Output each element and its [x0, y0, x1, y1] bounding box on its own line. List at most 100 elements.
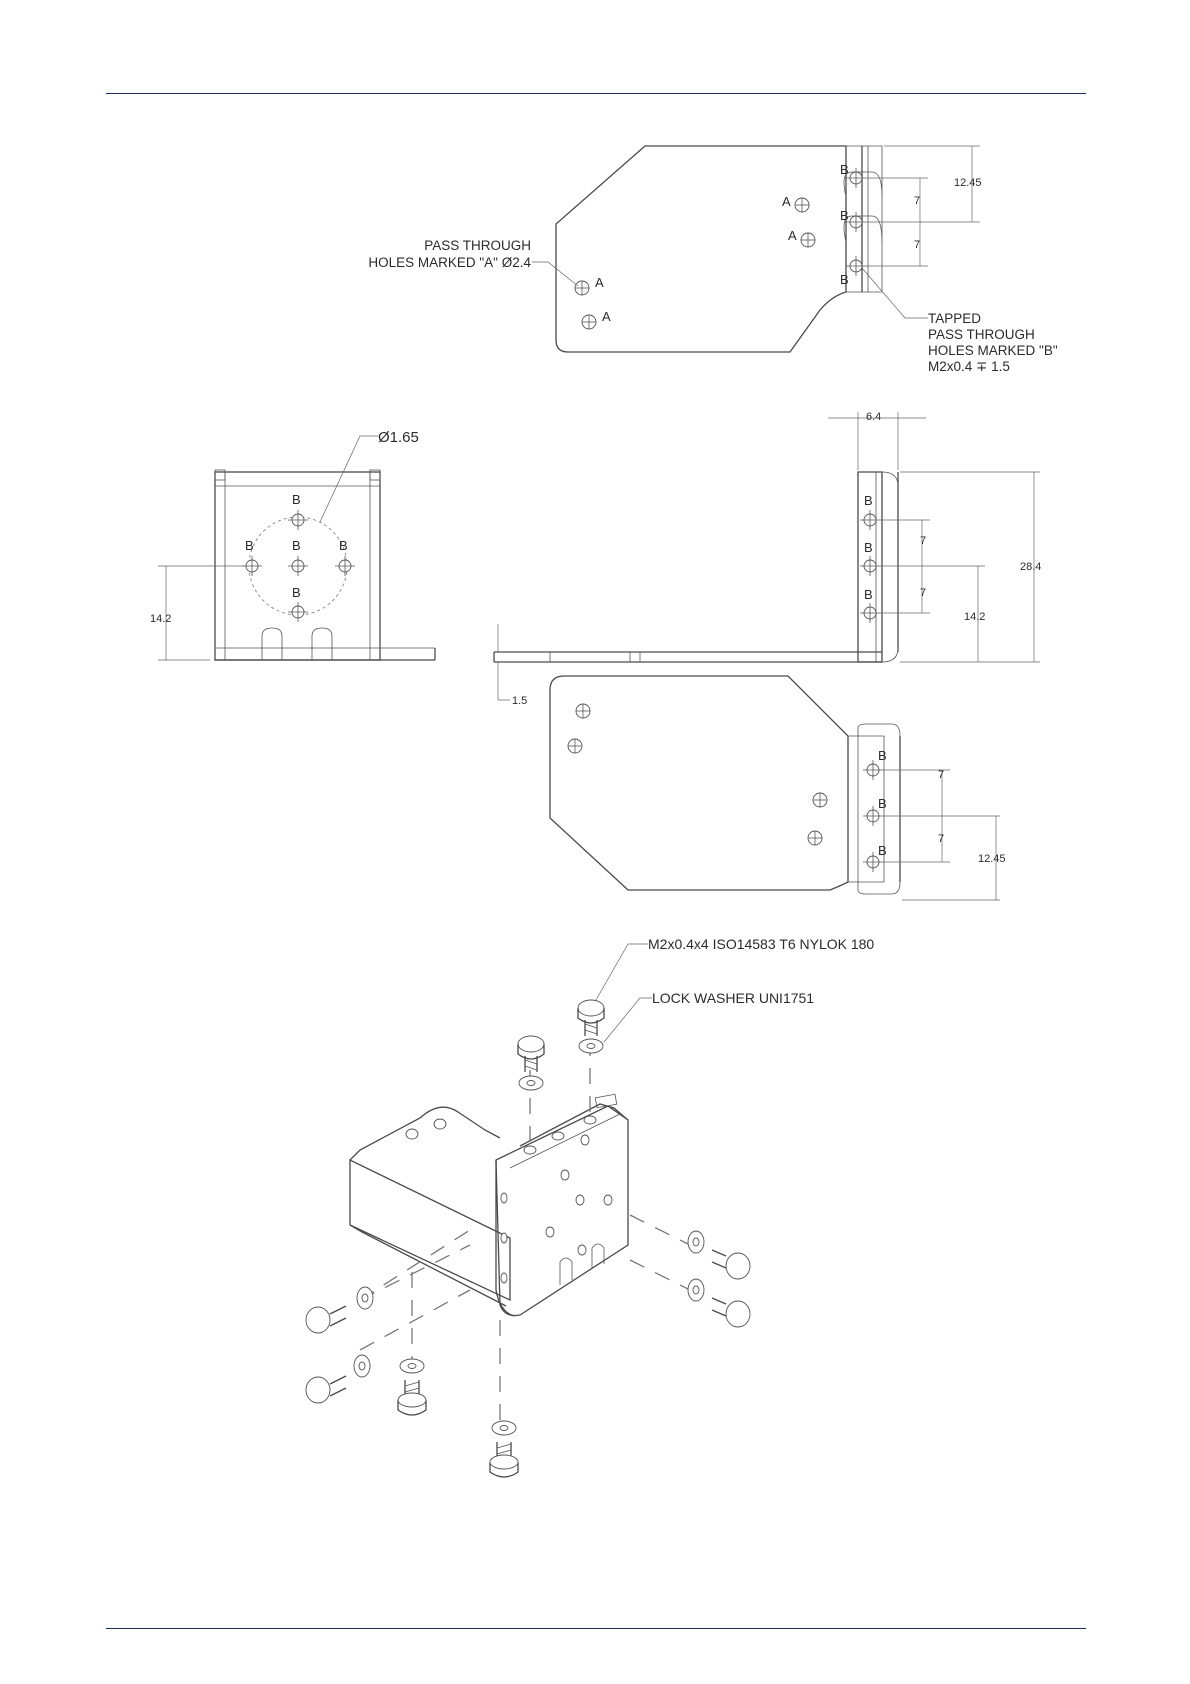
iso-hole [581, 1135, 589, 1145]
a-hole [813, 793, 827, 807]
hole-label-b: B [840, 208, 849, 223]
hole-label-b: B [292, 585, 301, 600]
assembly-axis [630, 1215, 690, 1245]
a-hole [576, 704, 590, 718]
hole-label-b: B [292, 538, 301, 553]
iso-hole [576, 1195, 584, 1205]
assembly-axis [360, 1245, 470, 1300]
dim-7: 7 [914, 195, 920, 207]
side-view: B B B 6.4 28.4 7 7 14.2 1.5 [494, 411, 1041, 707]
callout-screw-spec: M2x0.4x4 ISO14583 T6 NYLOK 180 [648, 936, 874, 952]
leader-washer-spec [604, 998, 652, 1042]
dim-7: 7 [914, 239, 920, 251]
callout-tapped-line2: PASS THROUGH [928, 327, 1035, 342]
assembly-axis [360, 1230, 470, 1300]
dim-12-45: 12.45 [978, 853, 1006, 865]
front-slot [312, 628, 332, 660]
a-hole [795, 198, 809, 212]
hole-label-a: A [595, 275, 604, 290]
dim-7: 7 [920, 587, 926, 599]
slot-2 [844, 216, 882, 242]
iso-hole [501, 1233, 507, 1243]
hole-label-b: B [864, 587, 873, 602]
screw-right-upper [688, 1231, 750, 1279]
callout-tapped-line3: HOLES MARKED "B" [928, 343, 1058, 358]
leader-diameter [320, 436, 378, 522]
hole-label-a: A [782, 194, 791, 209]
screw-top-right [578, 1000, 604, 1036]
iso-hole [501, 1273, 507, 1283]
b-hole [846, 256, 866, 276]
iso-base-plate [350, 1160, 510, 1300]
slot-1 [844, 172, 882, 196]
screw-right-lower [688, 1279, 750, 1327]
a-hole [575, 281, 589, 295]
top-view-plate-outline [556, 146, 846, 352]
b-hole [846, 168, 866, 188]
dim-7: 7 [938, 833, 944, 845]
front-slot [262, 628, 282, 660]
hole-label-b: B [878, 748, 887, 763]
screw-left-lower [306, 1355, 370, 1403]
hole-label-b: B [878, 796, 887, 811]
callout-pass-through-line1: PASS THROUGH [424, 238, 531, 253]
iso-hole [584, 1116, 596, 1124]
screw-bottom-left [398, 1359, 426, 1415]
callout-pass-through-line2: HOLES MARKED "A" Ø2.4 [368, 255, 531, 270]
bottom-view: B B B 7 7 12.45 [550, 676, 1006, 900]
callout-washer-spec: LOCK WASHER UNI1751 [652, 990, 814, 1006]
b-hole [335, 556, 355, 576]
a-hole [801, 233, 815, 247]
leader-pass-through [532, 262, 578, 286]
a-hole [582, 315, 596, 329]
hole-label-a: A [788, 228, 797, 243]
assembly-axis [360, 1290, 470, 1350]
dim-6-4: 6.4 [866, 411, 881, 423]
b-hole [288, 510, 308, 530]
bottom-view-plate-outline [550, 676, 848, 890]
iso-hole [434, 1119, 446, 1129]
leader-screw-spec [596, 944, 648, 1000]
callout-diameter-1-65: Ø1.65 [378, 429, 419, 446]
iso-hole [561, 1170, 569, 1180]
washer-top-left [519, 1076, 543, 1090]
screw-top-left [518, 1036, 544, 1072]
dim-7: 7 [938, 769, 944, 781]
exploded-view: M2x0.4x4 ISO14583 T6 NYLOK 180 LOCK WASH… [306, 936, 874, 1477]
iso-hole [406, 1129, 418, 1139]
washer-top-right [579, 1039, 603, 1053]
iso-hole [501, 1193, 507, 1203]
screw-left-upper [306, 1287, 373, 1333]
b-hole [863, 760, 883, 780]
dim-14-2: 14.2 [150, 613, 171, 625]
b-hole [846, 212, 866, 232]
iso-hole [524, 1146, 536, 1154]
iso-hole [578, 1245, 586, 1255]
screw-bottom-center [490, 1421, 518, 1477]
hole-label-b: B [339, 538, 348, 553]
dim-1-5: 1.5 [512, 695, 527, 707]
iso-hole [552, 1132, 564, 1140]
iso-hole [604, 1195, 612, 1205]
hole-label-b: B [292, 492, 301, 507]
callout-tapped-line4: M2x0.4 ∓ 1.5 [928, 359, 1010, 374]
b-hole [288, 602, 308, 622]
assembly-axis [630, 1260, 690, 1290]
callout-tapped-line1: TAPPED [928, 311, 981, 326]
hole-label-b: B [245, 538, 254, 553]
hole-label-b: B [840, 272, 849, 287]
iso-hole [546, 1227, 554, 1237]
leader-tapped [862, 268, 928, 318]
b-hole [860, 510, 880, 530]
a-hole [808, 831, 822, 845]
hole-label-b: B [864, 540, 873, 555]
hole-label-b: B [878, 843, 887, 858]
dim-7: 7 [920, 535, 926, 547]
b-hole [860, 603, 880, 623]
hole-label-b: B [864, 493, 873, 508]
hole-label-a: A [602, 309, 611, 324]
hole-label-b: B [840, 162, 849, 177]
dim-14-2: 14.2 [964, 611, 985, 623]
dim-12-45: 12.45 [954, 177, 982, 189]
